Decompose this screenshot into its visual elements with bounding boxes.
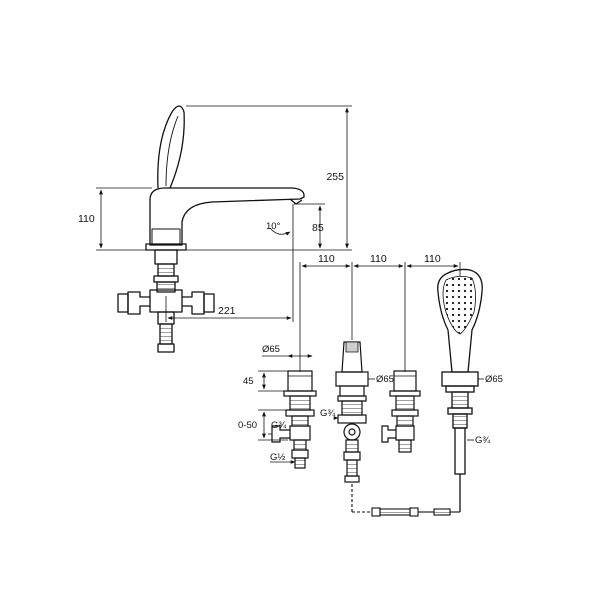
- shower-thread-label: G¾: [475, 435, 491, 446]
- hand-shower: [437, 268, 483, 512]
- supply-thread-label: G½: [270, 452, 285, 463]
- shower-spray-face: [442, 276, 476, 335]
- outlet-height-label: 85: [312, 222, 324, 234]
- center-spout-front: [335, 341, 369, 483]
- lever-handle: [157, 105, 185, 189]
- spacing-dimensions: [299, 262, 461, 372]
- handle-height-label: 45: [243, 376, 254, 387]
- spout-diameter-label: Ø65: [376, 374, 394, 385]
- spacing-2-label: 110: [370, 253, 387, 265]
- shower-hose: [351, 484, 460, 517]
- spout-reach-label: 221: [218, 305, 236, 317]
- spout-angle-label: 10°: [266, 221, 281, 232]
- front-dimensions: [258, 354, 484, 464]
- deck-thickness-label: 0-50: [238, 420, 257, 431]
- side-dimensions: [96, 105, 352, 322]
- left-valve: [271, 370, 317, 469]
- right-valve: [381, 370, 421, 453]
- handle-diameter-label: Ø65: [262, 344, 280, 355]
- overall-height-label: 255: [326, 171, 344, 183]
- spout-thread-label: G¾: [320, 408, 336, 419]
- spout-height-label: 110: [78, 213, 95, 225]
- valve-thread-label: G¾: [271, 420, 287, 431]
- spacing-1-label: 110: [318, 253, 335, 265]
- shower-diameter-label: Ø65: [485, 374, 503, 385]
- spacing-3-label: 110: [424, 253, 441, 265]
- spout-body: [149, 187, 305, 246]
